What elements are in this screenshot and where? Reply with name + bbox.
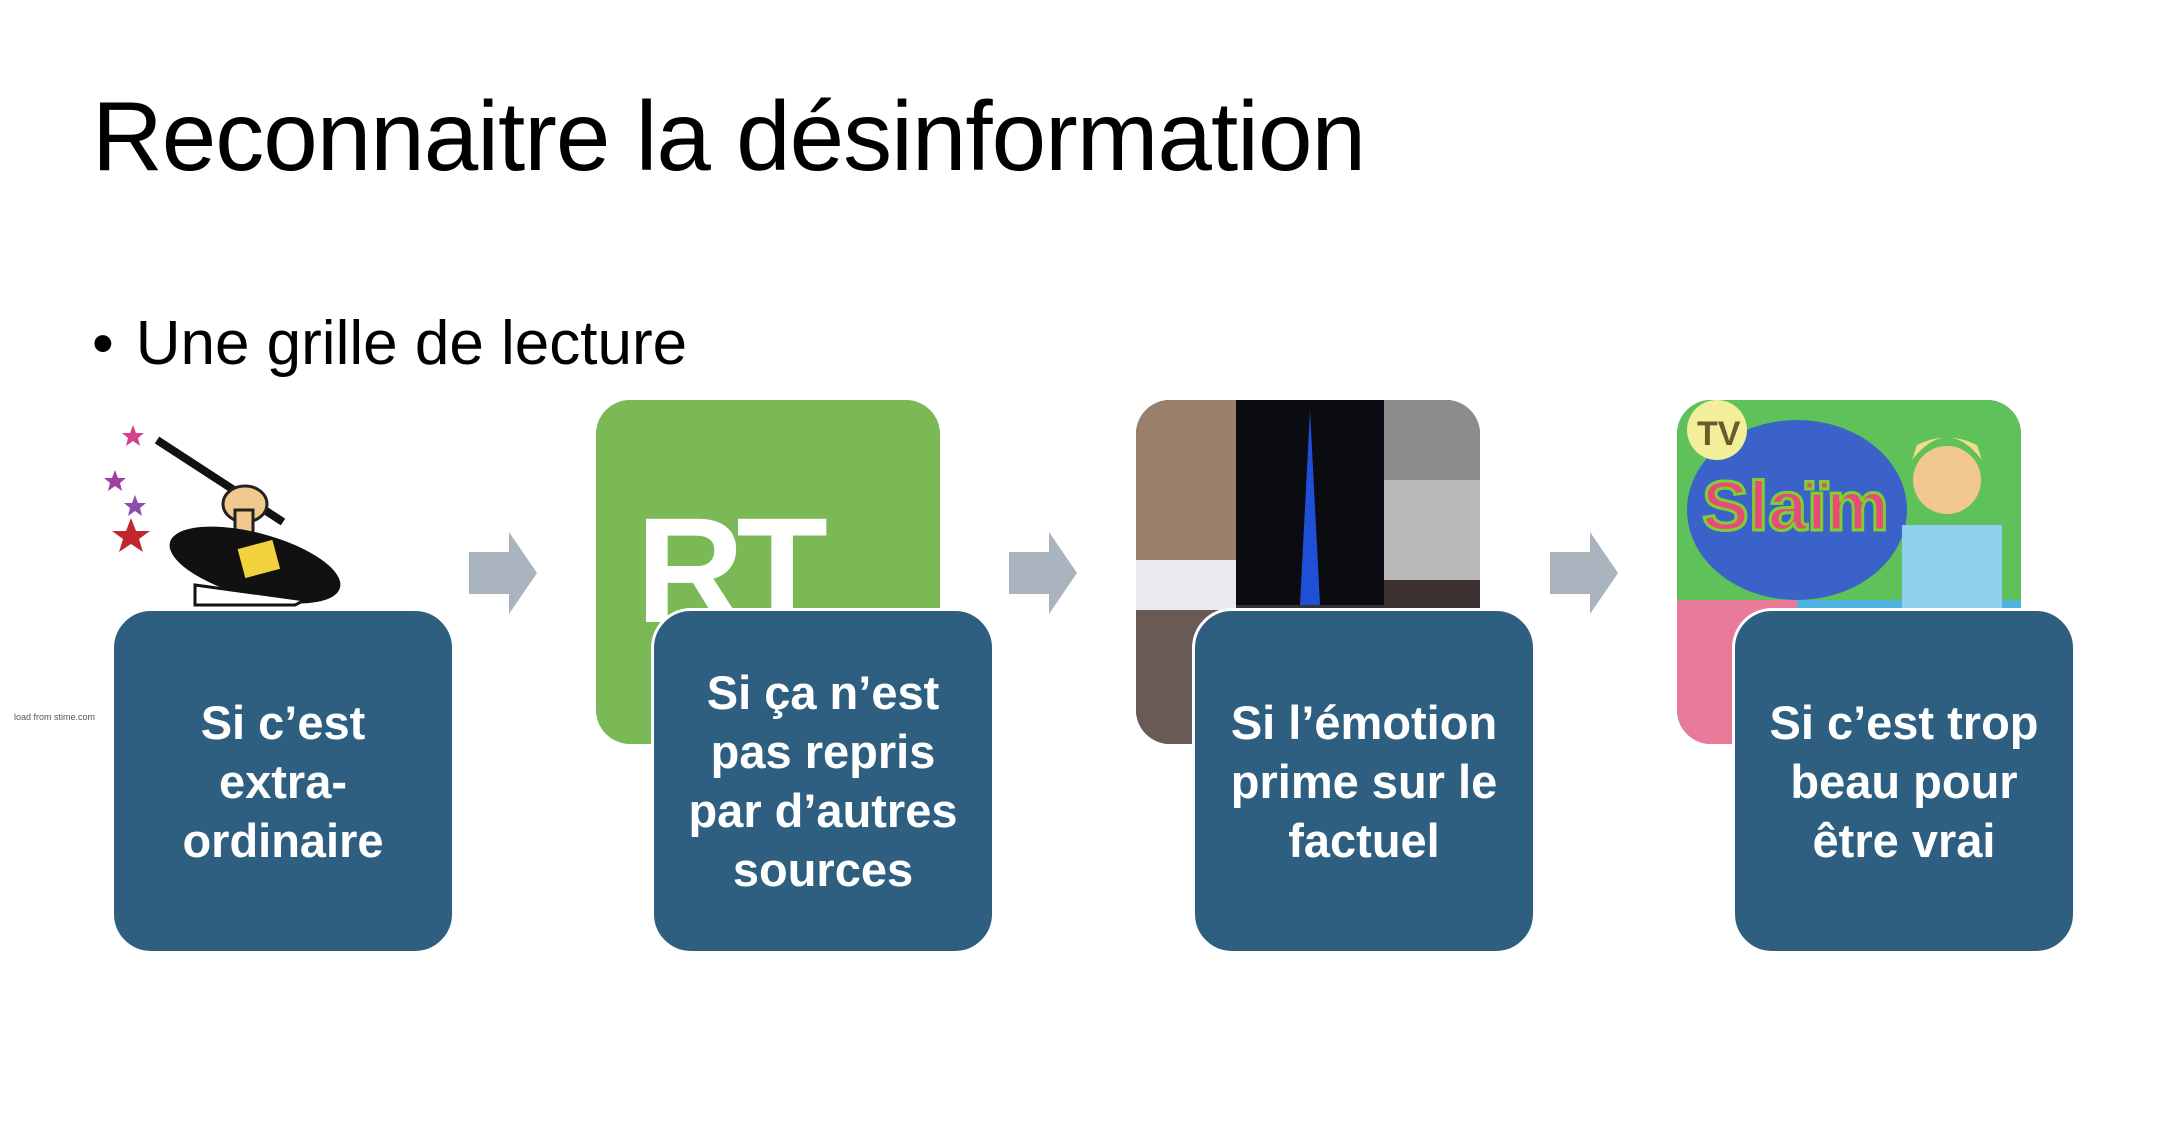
watermark-text: load from stime.com (14, 712, 96, 723)
step-box-emotion: Si l’émotion prime sur le factuel (1192, 608, 1536, 954)
bullet-item: • Une grille de lecture (92, 308, 687, 379)
arrow-right-icon (469, 532, 537, 614)
bullet-icon: • (92, 309, 114, 378)
step-label: Si ça n’est pas repris par d’autres sour… (688, 666, 958, 896)
step-box-extraordinary: Si c’est extra-ordinaire (111, 608, 455, 954)
arrow-right-icon (1009, 532, 1077, 614)
step-label: Si c’est extra-ordinaire (182, 695, 384, 867)
bullet-text: Une grille de lecture (135, 309, 688, 378)
slaim-logo-text: Slaïm (1702, 467, 1889, 545)
step-box-too-good: Si c’est trop beau pour être vrai (1732, 608, 2076, 954)
arrow-right-icon (1550, 532, 1618, 614)
svg-text:TV: TV (1697, 415, 1741, 453)
slide-title: Reconnaitre la désinformation (92, 81, 1366, 191)
step-box-sources: Si ça n’est pas repris par d’autres sour… (651, 608, 995, 954)
step-label: Si c’est trop beau pour être vrai (1769, 695, 2039, 867)
step-label: Si l’émotion prime sur le factuel (1230, 695, 1498, 867)
